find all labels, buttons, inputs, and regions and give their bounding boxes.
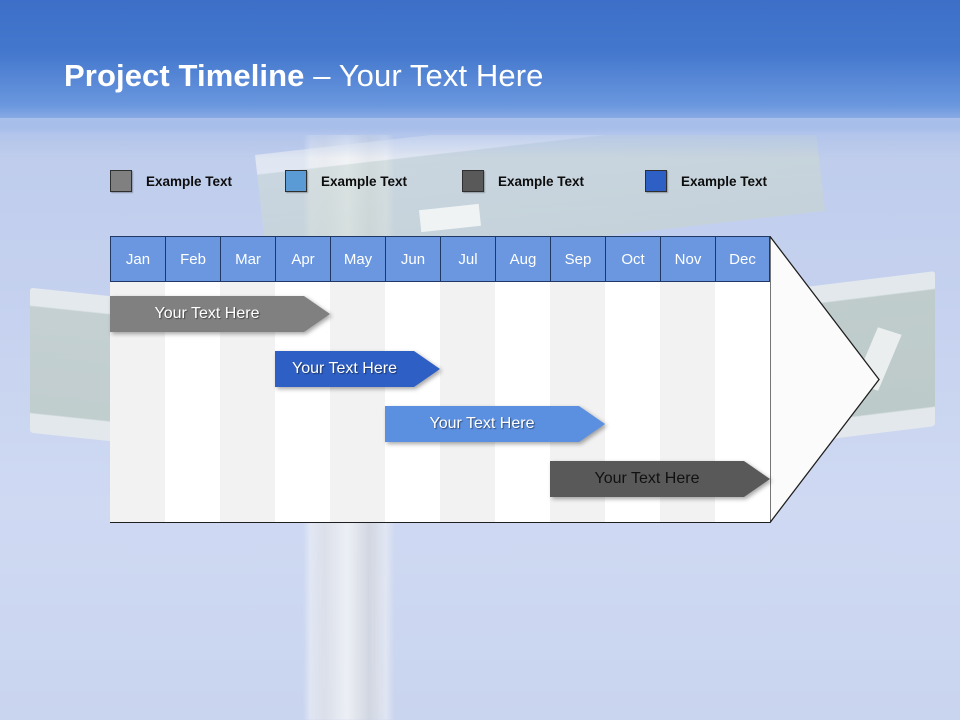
legend-item-2[interactable]: Example Text: [462, 168, 584, 194]
month-header-dec[interactable]: Dec: [715, 236, 770, 282]
month-header-nov[interactable]: Nov: [660, 236, 715, 282]
task-bar-label: Your Text Here: [429, 415, 535, 432]
legend-swatch-icon: [462, 170, 484, 192]
month-header-apr[interactable]: Apr: [275, 236, 330, 282]
task-bar-0[interactable]: Your Text Here: [110, 296, 330, 332]
legend-swatch-icon: [285, 170, 307, 192]
month-header-oct[interactable]: Oct: [605, 236, 660, 282]
header-banner: [0, 0, 960, 135]
month-header-jun[interactable]: Jun: [385, 236, 440, 282]
grid-column-jul: [440, 282, 495, 522]
task-bar-label: Your Text Here: [154, 305, 260, 322]
legend-swatch-icon: [645, 170, 667, 192]
task-bar-label: Your Text Here: [594, 470, 700, 487]
task-bar-body: Your Text Here: [275, 351, 414, 387]
month-header-mar[interactable]: Mar: [220, 236, 275, 282]
task-bar-arrow-tip-icon: [414, 351, 440, 387]
task-bar-body: Your Text Here: [110, 296, 304, 332]
task-bar-body: Your Text Here: [550, 461, 744, 497]
page-title-rest: – Your Text Here: [304, 58, 544, 93]
month-header-feb[interactable]: Feb: [165, 236, 220, 282]
legend-label: Example Text: [681, 173, 768, 189]
grid-column-jun: [385, 282, 440, 522]
page-title: Project Timeline – Your Text Here: [64, 58, 543, 94]
task-bar-label: Your Text Here: [292, 360, 397, 377]
month-header-jan[interactable]: Jan: [110, 236, 165, 282]
grid-column-may: [330, 282, 385, 522]
task-bar-arrow-tip-icon: [304, 296, 330, 332]
legend-item-3[interactable]: Example Text: [645, 168, 767, 194]
month-header-aug[interactable]: Aug: [495, 236, 550, 282]
header-banner-fade: [0, 118, 960, 158]
legend-label: Example Text: [146, 173, 233, 189]
task-bar-3[interactable]: Your Text Here: [550, 461, 770, 497]
legend: Example Text Example Text Example Text Exam…: [110, 168, 850, 194]
legend-label: Example Text: [498, 173, 585, 189]
month-header-jul[interactable]: Jul: [440, 236, 495, 282]
month-header-may[interactable]: May: [330, 236, 385, 282]
legend-item-1[interactable]: Example Text: [285, 168, 407, 194]
grid-column-aug: [495, 282, 550, 522]
legend-swatch-icon: [110, 170, 132, 192]
page-title-bold: Project Timeline: [64, 58, 305, 93]
legend-item-0[interactable]: Example Text: [110, 168, 232, 194]
legend-label: Example Text: [321, 173, 408, 189]
task-bar-2[interactable]: Your Text Here: [385, 406, 605, 442]
month-header-sep[interactable]: Sep: [550, 236, 605, 282]
task-bar-arrow-tip-icon: [579, 406, 605, 442]
task-bar-arrow-tip-icon: [744, 461, 770, 497]
task-bar-body: Your Text Here: [385, 406, 579, 442]
task-bar-1[interactable]: Your Text Here: [275, 351, 440, 387]
